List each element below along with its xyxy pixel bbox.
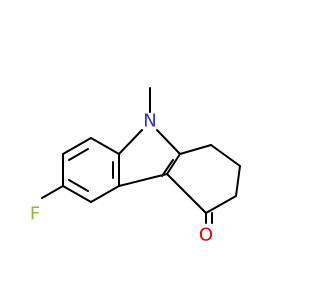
molecule-diagram: N F O [29, 87, 241, 246]
bond [205, 195, 237, 214]
fluorine-atom: F [30, 204, 40, 225]
bond [62, 185, 92, 203]
oxygen-atom: O [199, 225, 213, 246]
benzene-ring [62, 137, 120, 203]
cyclohexanone-ring [166, 144, 241, 214]
bond [166, 153, 181, 175]
bond [179, 144, 212, 155]
bond [235, 165, 241, 197]
fluorine-bond [41, 185, 64, 199]
pyrrole-ring [118, 129, 181, 187]
double-bond-inner [68, 179, 89, 192]
bond [156, 129, 181, 155]
bond [210, 144, 241, 167]
bond [118, 173, 168, 187]
bond [90, 137, 120, 155]
molecule-svg: N F O [30, 87, 241, 246]
double-bond-outer [161, 159, 174, 177]
bond [118, 129, 143, 155]
bond [166, 173, 207, 214]
nitrogen-atom: N [143, 111, 156, 132]
double-bond-inner [68, 148, 89, 161]
bond [90, 185, 120, 203]
bond [62, 137, 92, 155]
